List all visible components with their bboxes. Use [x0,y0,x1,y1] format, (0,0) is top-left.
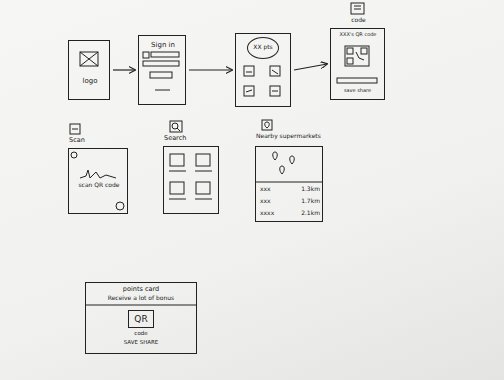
sketch-text: Receive a lot of bonus [88,295,194,302]
image-placeholder [80,52,98,66]
sketch-text: logo [69,77,111,85]
icon-grid [244,66,280,96]
sketch-text: xxxx [260,210,288,217]
search-sketch [169,121,212,199]
screen-frame: logo [68,40,110,100]
sketch-text: QR [129,314,153,324]
flow-arrow [294,64,327,70]
card-divider [85,305,197,306]
map-sketch [255,120,323,182]
sketch-text: code [88,330,194,336]
sketch-text: XX pts [248,44,278,51]
sketch-text: 1.7km [290,198,320,205]
scan-sketch [70,124,124,210]
sketch-text: Scan [69,137,93,144]
screen-frame: XX pts [235,33,291,107]
sketch-text: 1.3km [290,186,320,193]
screen-frame: points cardReceive a lot of bonus codeSAV… [85,282,197,354]
sketch-text: xxx [260,198,288,205]
sketch-text: save share [331,88,384,94]
screen-frame: Sign in [138,35,186,105]
screen-frame: QR [128,310,154,328]
screen-frame: Nearby supermarketsxxx1.3kmxxx1.7kmxxxx2… [255,146,323,222]
sketch-text: code [331,17,386,24]
sketch-text: xxx [260,186,288,193]
sketch-text: Sign in [139,41,187,49]
sketch-text: XXX's QR code [333,32,383,38]
flow-arrow [189,69,232,70]
flow-arrow [113,69,135,70]
screen-frame: codeXXX's QR codesave share [330,28,385,100]
sketch-text: Nearby supermarkets [256,133,346,140]
qr-page-sketch [337,3,377,83]
screen-frame: Scanscan QR code [68,148,128,214]
sketch-text: SAVE SHARE [88,339,194,345]
sketch-text: Search [164,135,220,142]
screen-frame: Search [163,146,219,214]
sketch-text: 2.1km [290,210,320,217]
sketch-text: points card [88,286,194,293]
points-circle: XX pts [247,37,279,59]
sketch-text: scan QR code [71,182,127,189]
sign-in-fields [143,52,179,90]
